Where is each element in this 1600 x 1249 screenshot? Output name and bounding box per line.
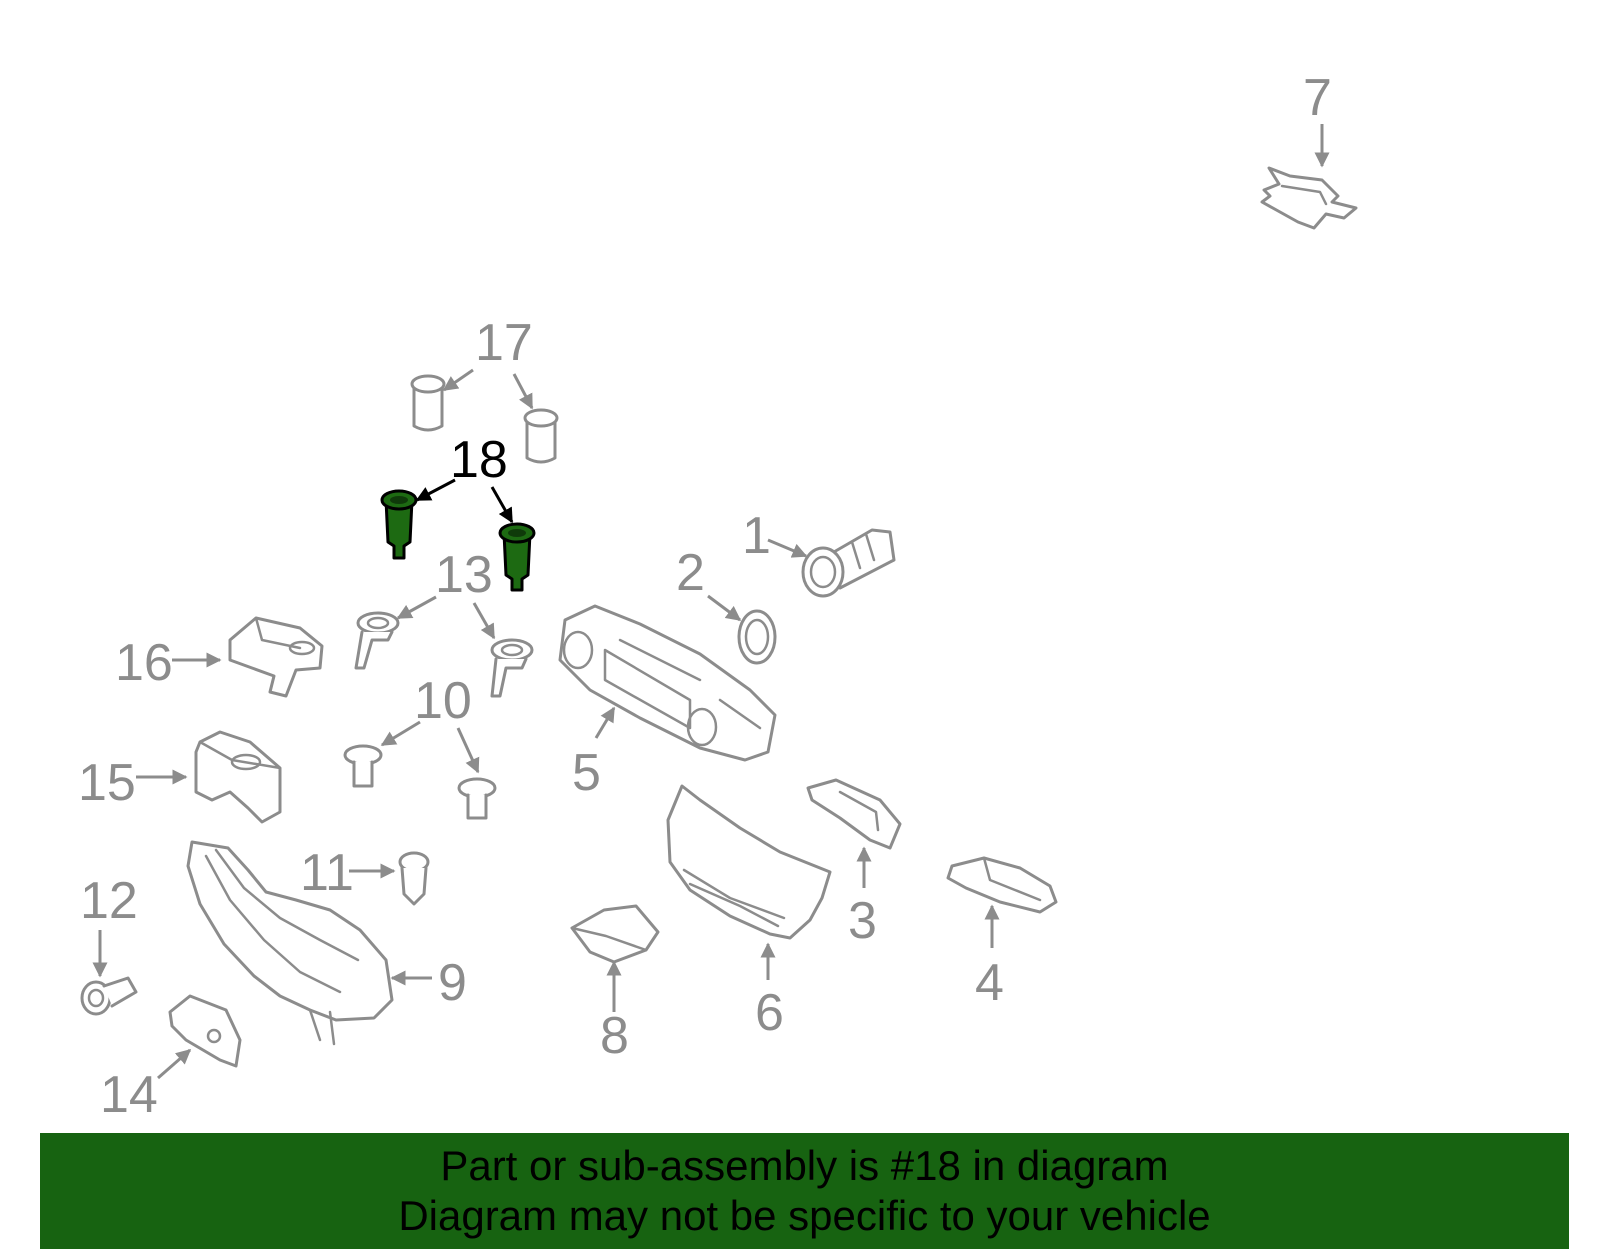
arrow-14 xyxy=(157,1048,192,1080)
callout-14: 14 xyxy=(100,1066,158,1124)
part-5-control-panel xyxy=(558,604,777,762)
callout-10: 10 xyxy=(414,672,472,730)
arrow-2 xyxy=(707,594,742,622)
arrow-17-right xyxy=(512,373,534,410)
part-6-bezel xyxy=(666,784,832,940)
part-3-switch xyxy=(806,778,902,850)
callout-8: 8 xyxy=(600,1007,629,1065)
part-10-pin-right xyxy=(457,777,497,820)
part-17-plug-left xyxy=(410,374,446,432)
arrow-13-left xyxy=(396,595,437,620)
callout-6: 6 xyxy=(755,984,784,1042)
arrow-17-left xyxy=(442,368,474,392)
arrow-1 xyxy=(767,538,808,558)
arrow-18-left xyxy=(415,478,456,502)
part-18-plug-left xyxy=(380,489,418,560)
callout-9: 9 xyxy=(438,954,467,1012)
info-banner: Part or sub-assembly is #18 in diagram D… xyxy=(40,1133,1569,1249)
part-14-plate xyxy=(168,994,242,1068)
part-1-knob xyxy=(801,528,896,598)
callout-16: 16 xyxy=(115,634,173,692)
banner-line-2: Diagram may not be specific to your vehi… xyxy=(398,1192,1211,1239)
callout-2: 2 xyxy=(676,544,705,602)
part-15-bracket xyxy=(194,730,282,824)
part-17-plug-right xyxy=(523,408,559,464)
callout-17: 17 xyxy=(475,314,533,372)
callout-5: 5 xyxy=(572,744,601,802)
arrow-5 xyxy=(594,706,616,739)
callout-15: 15 xyxy=(78,754,136,812)
callout-3: 3 xyxy=(848,892,877,950)
part-8-cap xyxy=(570,904,660,964)
callout-11: 11 xyxy=(300,844,354,902)
part-2-ring xyxy=(737,609,777,665)
arrow-13-right xyxy=(472,602,496,640)
callout-13: 13 xyxy=(435,546,493,604)
callout-12: 12 xyxy=(80,872,138,930)
callout-1: 1 xyxy=(742,507,771,565)
part-7-bracket xyxy=(1260,166,1358,230)
part-16-bracket xyxy=(228,616,324,698)
callout-7: 7 xyxy=(1303,69,1332,127)
callout-4: 4 xyxy=(975,954,1004,1012)
part-10-pin-left xyxy=(343,744,383,788)
arrow-10-left xyxy=(380,720,421,747)
part-4-switch xyxy=(946,856,1058,914)
arrow-18-right xyxy=(490,486,514,524)
part-12-screw xyxy=(80,976,138,1016)
part-13-clip-left xyxy=(354,611,400,670)
callout-18: 18 xyxy=(450,431,508,489)
part-13-clip-right xyxy=(490,638,534,698)
part-9-bracket-assembly xyxy=(186,840,394,1046)
arrow-10-right xyxy=(456,727,480,774)
part-18-plug-right xyxy=(498,522,536,592)
part-11-push-clip xyxy=(398,851,430,906)
banner-line-1: Part or sub-assembly is #18 in diagram xyxy=(440,1142,1169,1189)
